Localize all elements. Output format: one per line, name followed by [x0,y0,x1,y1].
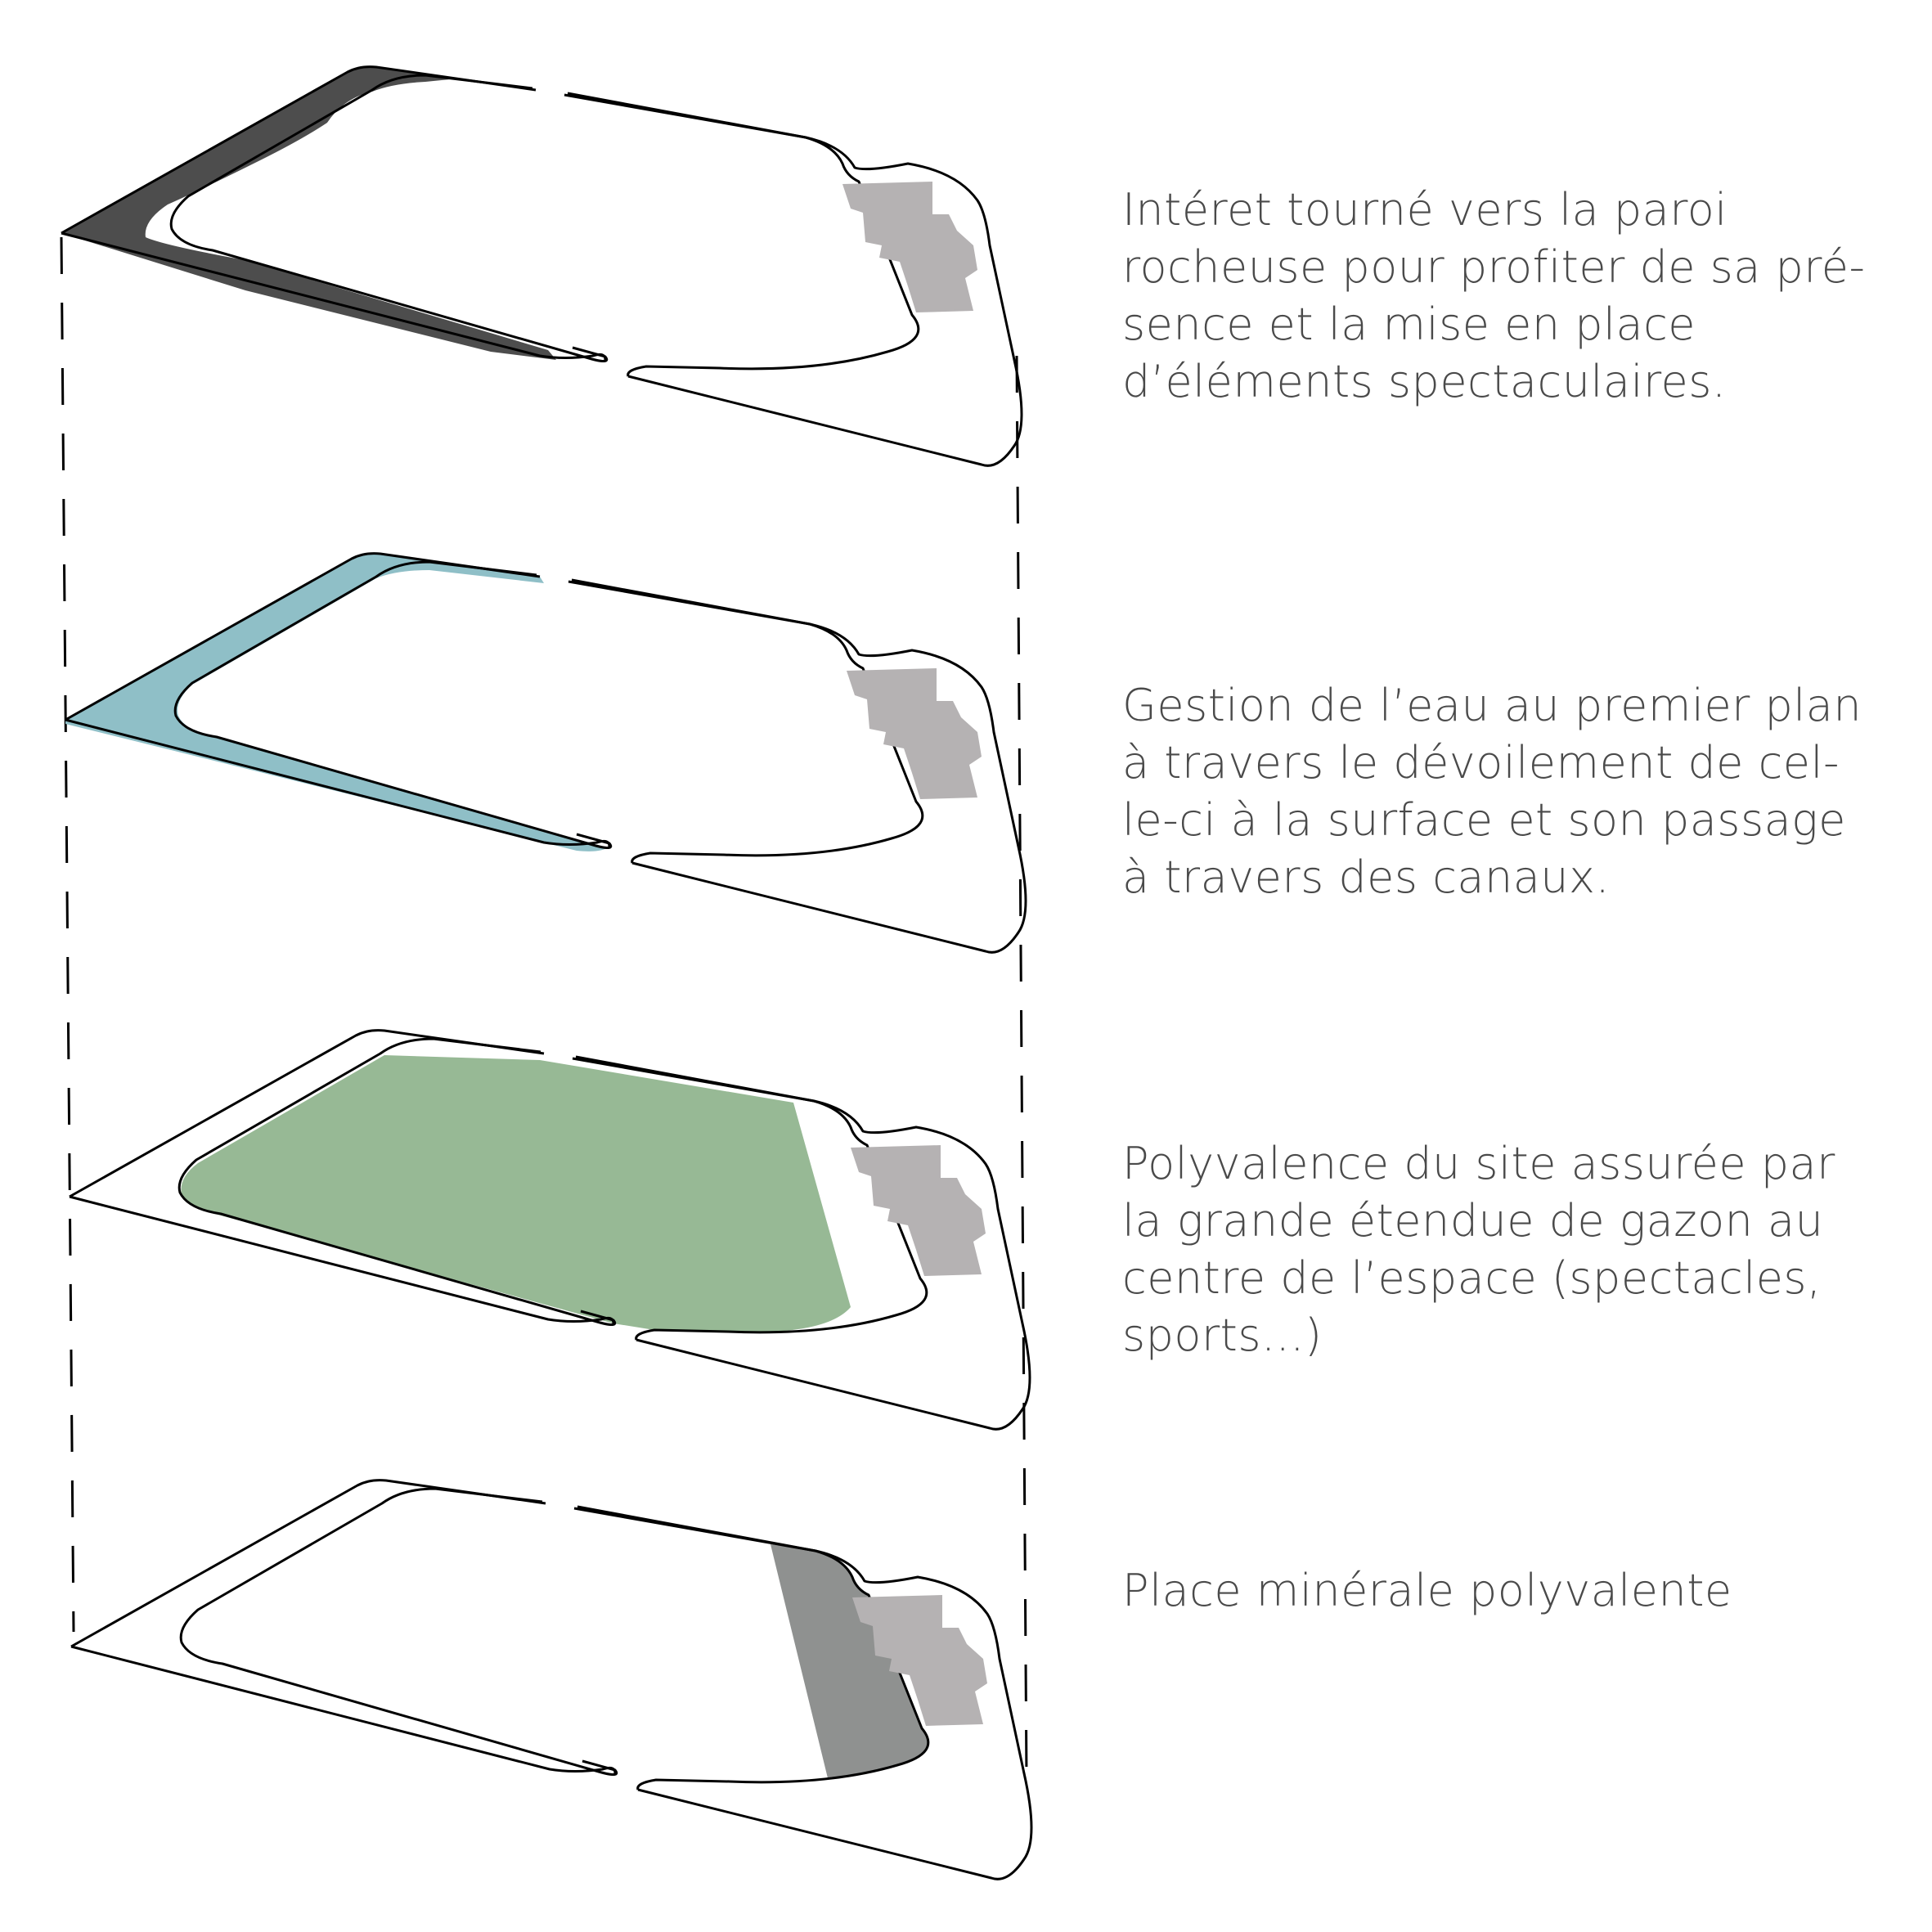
caption-line: à travers le dévoilement de cel- [1122,737,1840,789]
caption-line: la grande étendue de gazon au [1122,1195,1824,1247]
caption-line: le-ci à la surface et son passage [1122,794,1846,846]
rock-wall-layer [60,65,1023,467]
mineral-plaza-highlight [771,1544,928,1778]
caption-line: centre de l’espace (spectacles, [1122,1252,1822,1304]
dashed-guides [60,236,1028,1780]
rock-wall-highlight [61,66,556,360]
mineral-plaza-layer [70,1479,1033,1880]
caption-line: Place minérale polyvalente [1122,1565,1732,1616]
caption-water: Gestion de l’eau au premier plan à trave… [1122,677,1907,906]
caption-line: Intéret tourné vers la paroi [1122,184,1728,236]
caption-mineral-plaza: Place minérale polyvalente [1122,1562,1907,1620]
caption-line: rocheuse pour profiter de sa pré- [1122,241,1866,293]
building-block [842,182,977,312]
caption-line: d’éléments spectaculaires. [1122,356,1727,407]
building-block [852,1595,987,1726]
water-layer [64,552,1027,954]
dashed-guide-right [1015,355,1028,1780]
caption-line: Gestion de l’eau au premier plan [1122,680,1862,731]
building-block [851,1145,986,1276]
caption-rock-wall: Intéret tourné vers la paroi rocheuse po… [1122,182,1907,411]
caption-line: sence et la mise en place [1122,299,1696,350]
caption-lawn: Polyvalence du site assurée par la grand… [1122,1135,1907,1364]
caption-line: à travers des canaux. [1122,851,1611,903]
caption-line: Polyvalence du site assurée par [1122,1138,1835,1189]
dashed-guide-left [60,236,75,1633]
lawn-layer [68,1029,1031,1431]
building-block [847,668,982,799]
lawn-highlight [181,1055,851,1332]
caption-line: sports...) [1122,1310,1323,1361]
water-channel-highlight [65,553,611,851]
